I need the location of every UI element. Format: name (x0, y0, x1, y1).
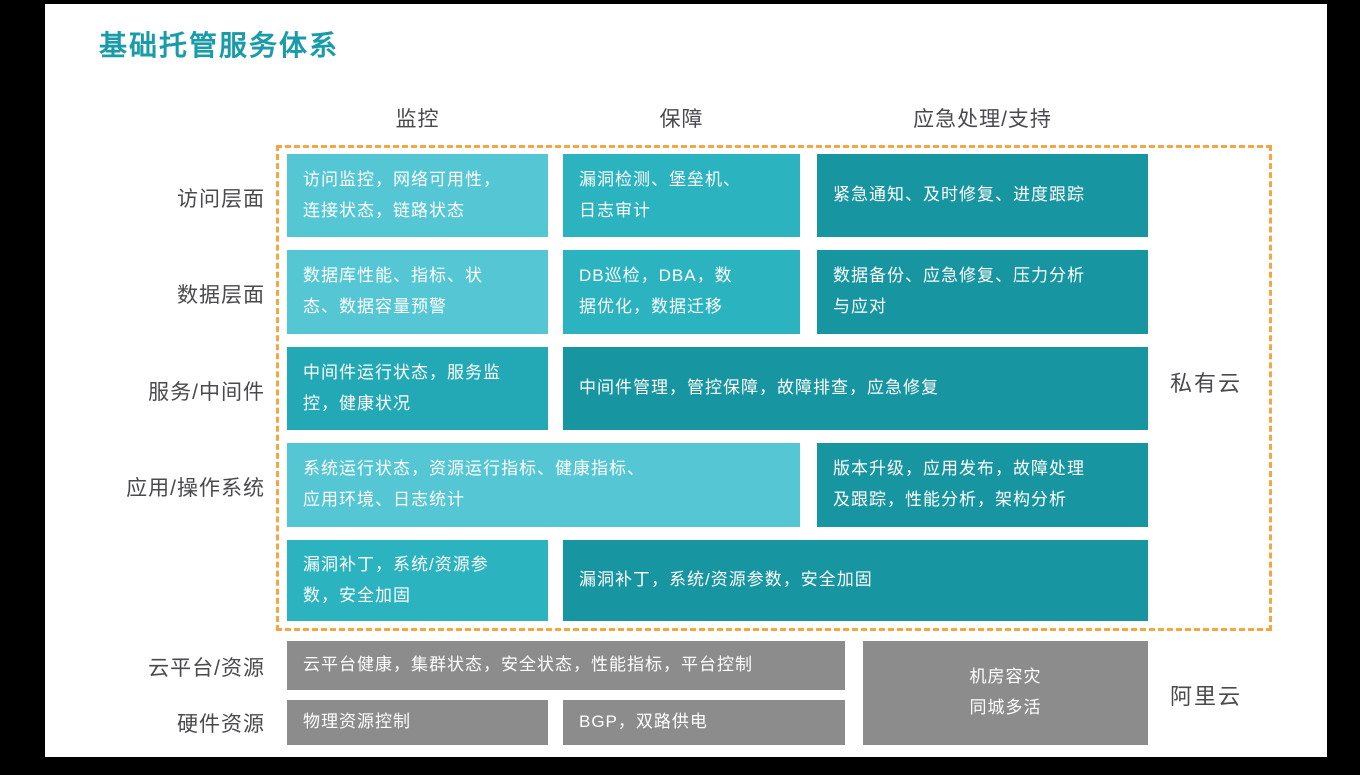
alibaba-cloud-label: 阿里云 (1170, 684, 1243, 709)
row-label-cloud-platform: 云平台/资源 (148, 657, 265, 680)
page-title: 基础托管服务体系 (99, 30, 340, 61)
cell-disaster-recovery: 机房容灾 同城多活 (863, 641, 1148, 745)
column-header-monitoring: 监控 (395, 108, 440, 131)
column-header-emergency-support: 应急处理/支持 (913, 108, 1052, 131)
cell-patch-guarantee-emergency: 漏洞补丁，系统/资源参数，安全加固 (563, 540, 1148, 621)
private-cloud-boundary (276, 145, 1272, 631)
cell-data-guarantee: DB巡检，DBA，数 据优化，数据迁移 (563, 250, 800, 334)
cell-access-emergency: 紧急通知、及时修复、进度跟踪 (817, 154, 1148, 237)
cell-patch-monitoring: 漏洞补丁，系统/资源参 数，安全加固 (287, 540, 548, 621)
cell-access-guarantee: 漏洞检测、堡垒机、 日志审计 (563, 154, 800, 237)
cell-access-monitoring: 访问监控，网络可用性， 连接状态，链路状态 (287, 154, 548, 237)
letterbox-left (0, 0, 45, 775)
letterbox-right (1327, 0, 1360, 775)
row-label-data-layer: 数据层面 (177, 284, 265, 307)
letterbox-top (0, 0, 1360, 4)
cell-data-emergency: 数据备份、应急修复、压力分析 与应对 (817, 250, 1148, 334)
row-label-application-os: 应用/操作系统 (126, 477, 265, 500)
private-cloud-label: 私有云 (1170, 371, 1243, 396)
cell-hardware-monitoring: 物理资源控制 (287, 700, 548, 745)
column-header-guarantee: 保障 (659, 108, 704, 131)
cell-data-monitoring: 数据库性能、指标、状 态、数据容量预警 (287, 250, 548, 334)
cell-application-emergency: 版本升级，应用发布，故障处理 及跟踪，性能分析，架构分析 (817, 443, 1148, 527)
row-label-access-layer: 访问层面 (177, 188, 265, 211)
letterbox-bottom (0, 757, 1360, 775)
cell-application-monitoring-guarantee: 系统运行状态，资源运行指标、健康指标、 应用环境、日志统计 (287, 443, 800, 527)
row-label-middleware: 服务/中间件 (148, 381, 265, 404)
cell-hardware-guarantee: BGP，双路供电 (563, 700, 845, 745)
cell-cloud-platform-monitoring: 云平台健康，集群状态，安全状态，性能指标，平台控制 (287, 641, 845, 690)
row-label-hardware: 硬件资源 (177, 713, 265, 736)
cell-middleware-guarantee-emergency: 中间件管理，管控保障，故障排查，应急修复 (563, 347, 1148, 430)
cell-middleware-monitoring: 中间件运行状态，服务监 控，健康状况 (287, 347, 548, 430)
